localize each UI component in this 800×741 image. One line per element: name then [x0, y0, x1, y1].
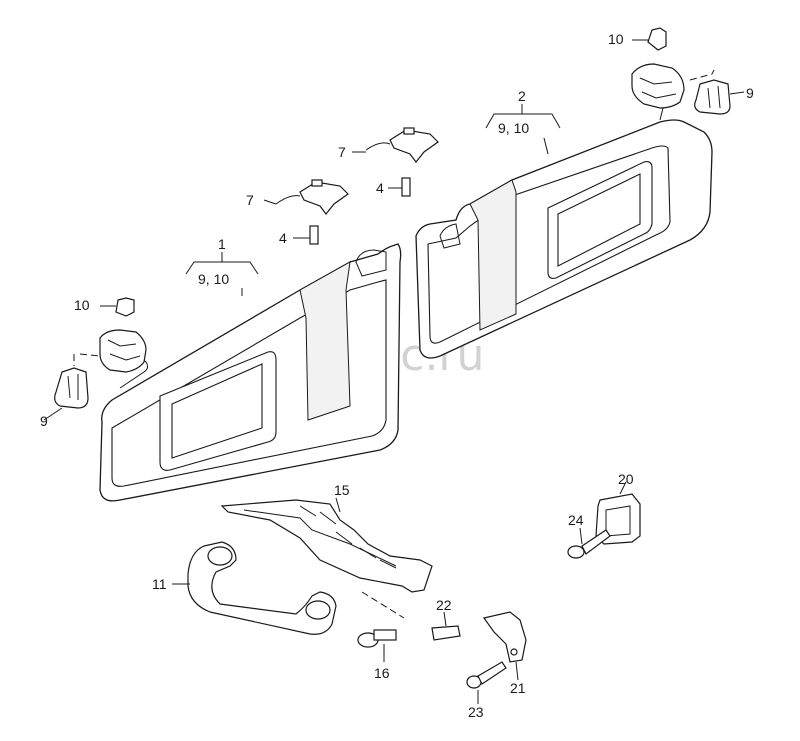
callout-11: 11 — [152, 576, 167, 592]
clip-22 — [431, 611, 461, 641]
callout-20: 20 — [618, 471, 634, 487]
callout-21: 21 — [510, 680, 526, 696]
screw-24 — [567, 527, 611, 559]
hinge-left — [99, 329, 147, 373]
sun-visor-right — [415, 91, 713, 359]
screw-16 — [357, 591, 405, 662]
grab-handle — [187, 541, 337, 635]
callout-7-upper: 7 — [338, 144, 346, 160]
bracket-21 — [482, 611, 527, 681]
callout-2-bracket — [485, 104, 561, 155]
clip-10-right — [632, 27, 667, 51]
callout-23: 23 — [468, 704, 484, 720]
callout-4-upper: 4 — [376, 180, 384, 196]
sun-visor-left — [99, 243, 402, 502]
callout-10-right: 10 — [608, 31, 624, 47]
clip-9-right — [689, 69, 745, 115]
callout-9-right: 9 — [746, 85, 754, 101]
screw-4-upper — [388, 177, 411, 197]
callout-2-sub: 9, 10 — [498, 120, 529, 136]
clip-10-left — [100, 297, 135, 317]
callout-1-bracket — [185, 252, 259, 296]
callout-10-left: 10 — [74, 297, 90, 313]
callout-1: 1 — [218, 236, 226, 252]
callout-16: 16 — [374, 665, 390, 681]
callout-1-sub: 9, 10 — [198, 271, 229, 287]
callout-22: 22 — [436, 597, 452, 613]
callout-7-lower: 7 — [246, 192, 254, 208]
screw-4-lower — [293, 225, 319, 245]
callout-15: 15 — [334, 482, 350, 498]
clip-9-left — [43, 353, 101, 421]
hinge-right — [631, 63, 685, 109]
screw-23 — [466, 661, 507, 704]
callout-24: 24 — [568, 512, 584, 528]
visor-light-upper — [352, 127, 439, 163]
handle-bracket — [220, 497, 433, 593]
visor-light-lower — [263, 179, 349, 215]
callout-9-left: 9 — [40, 413, 48, 429]
callout-2: 2 — [518, 88, 526, 104]
callout-4-lower: 4 — [279, 230, 287, 246]
